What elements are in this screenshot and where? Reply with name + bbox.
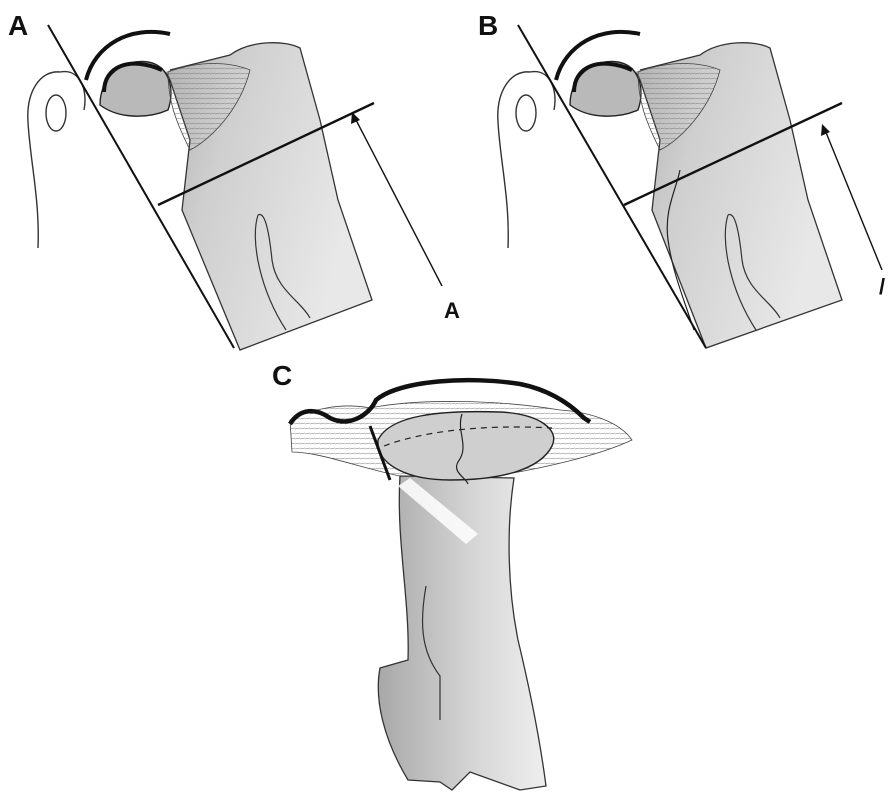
- panel-b-drawing: [498, 25, 882, 348]
- panel-b-ear-canal: [516, 95, 536, 131]
- panel-a-drawing: [28, 25, 442, 350]
- panel-a-arrow: [355, 118, 442, 286]
- panel-a-arrowhead: [351, 112, 360, 124]
- panel-b-label: B: [478, 12, 498, 40]
- panel-c-drawing: [290, 380, 632, 790]
- panel-b-arrow-label: /: [879, 276, 885, 298]
- panel-a-label: A: [8, 12, 28, 40]
- panel-a-arrow-label: A: [444, 300, 460, 322]
- panel-b-arrowhead: [821, 124, 830, 136]
- panel-b-ear: [498, 72, 555, 248]
- panel-c-label: C: [272, 362, 292, 390]
- panel-b-arrow: [825, 130, 882, 270]
- panel-a-ear-canal: [46, 95, 66, 131]
- panel-a-ear: [28, 72, 85, 248]
